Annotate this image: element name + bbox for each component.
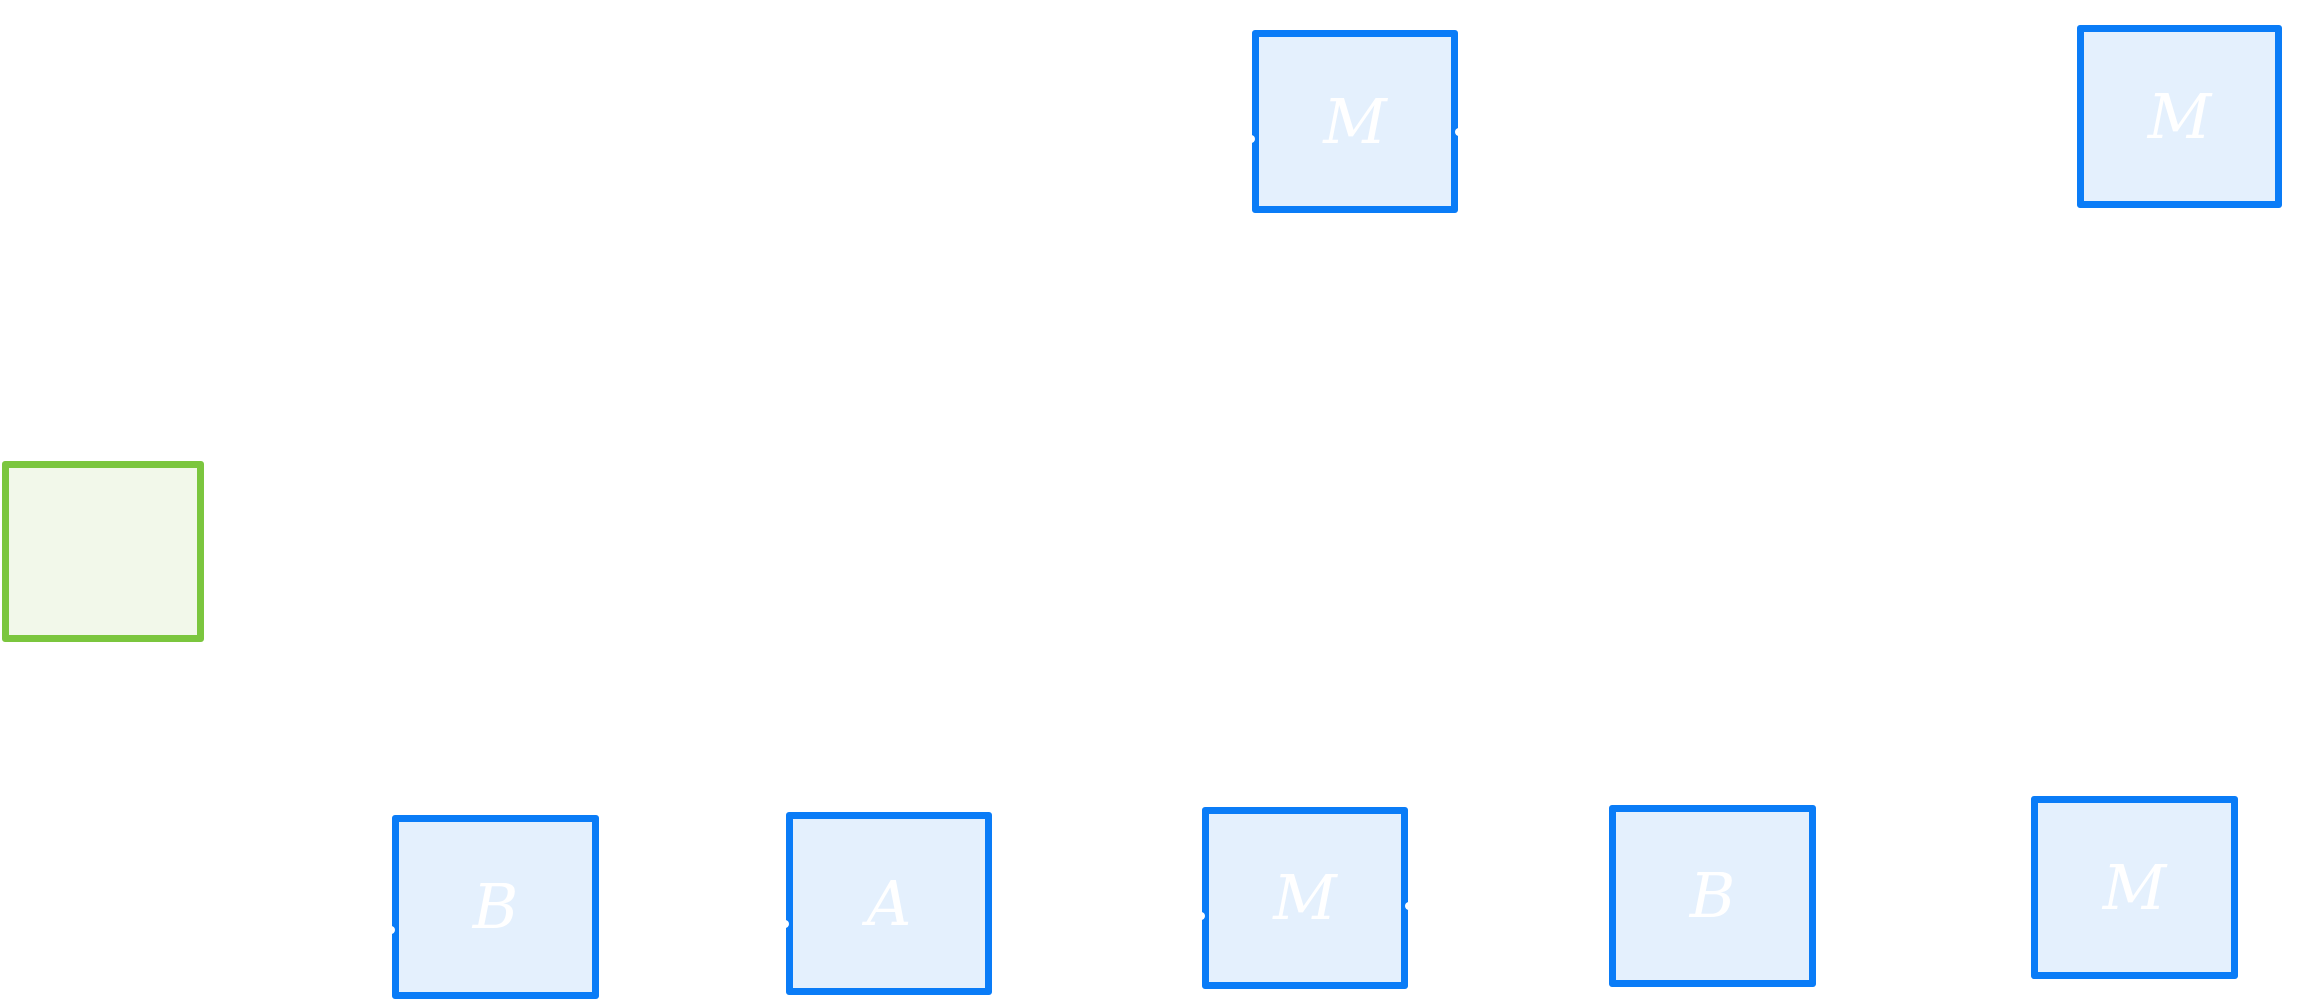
input-port[interactable] <box>1247 135 1255 143</box>
node-label: A <box>866 866 912 940</box>
node-label: M <box>1273 861 1337 934</box>
input-port[interactable] <box>387 926 395 934</box>
node-a-bottom-2[interactable]: A <box>781 812 992 995</box>
input-port[interactable] <box>1197 912 1205 920</box>
node-m-top-1[interactable]: M <box>1247 30 1463 213</box>
node-label: M <box>2147 79 2212 153</box>
node-b-bottom-1[interactable]: B <box>387 815 599 999</box>
output-port[interactable] <box>1405 902 1413 910</box>
node-m-bottom-3[interactable]: M <box>1197 807 1413 989</box>
node-m-top-2[interactable]: M <box>2077 25 2282 208</box>
node-label: B <box>472 870 519 943</box>
node-label: B <box>1689 859 1736 932</box>
node-label: M <box>1323 84 1387 158</box>
output-port[interactable] <box>1455 128 1463 136</box>
node-b-bottom-4[interactable]: B <box>1609 805 1816 987</box>
node-label: M <box>2102 850 2167 924</box>
node-m-bottom-5[interactable]: M <box>2031 796 2238 979</box>
start-node[interactable] <box>2 461 204 642</box>
input-port[interactable] <box>781 920 789 928</box>
